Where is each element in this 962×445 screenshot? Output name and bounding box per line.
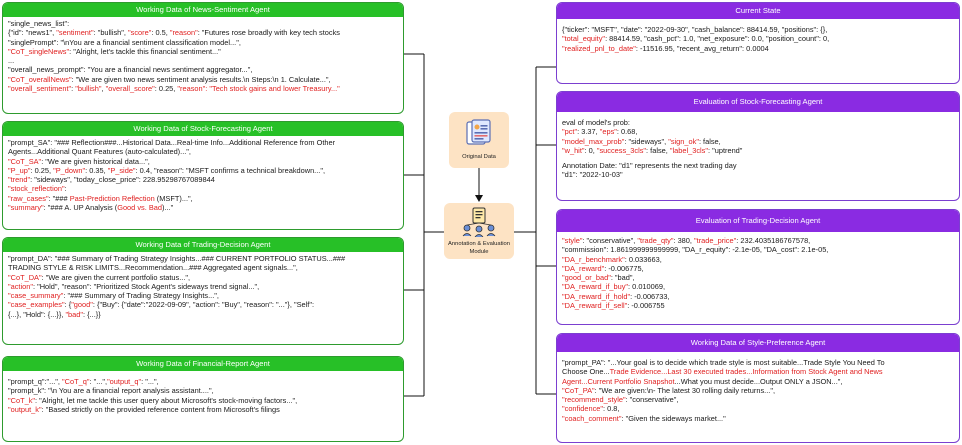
text-line: "DA_reward_if_buy": 0.010069, (562, 282, 666, 292)
text-line: "total_equity": 88414.59, "cash_pct": 1.… (562, 34, 830, 44)
stock-forecasting-panel: Working Data of Stock-Forecasting Agent … (2, 121, 404, 230)
text-line: "overall_sentiment": "bullish", "overall… (8, 84, 340, 94)
text-line: "single_news_list": (8, 19, 70, 28)
text-line: "prompt_SA": "### Reflection###...Histor… (8, 138, 336, 147)
text-line: TRADING STYLE & RISK LIMITS...Recommenda… (8, 263, 298, 273)
text-line: {"id": "news1", "sentiment": "bullish", … (8, 28, 340, 38)
panel-title: Working Data of Trading-Decision Agent (3, 238, 403, 252)
text-line: "prompt_q":"...", "CoT_q": "...","output… (8, 377, 159, 386)
news-sentiment-panel: Working Data of News-Sentiment Agent "si… (2, 2, 404, 114)
text-line: "good_or_bad": "bad", (562, 273, 635, 283)
text-line: "confidence": 0.8, (562, 404, 620, 414)
text-line: "case_examples": {"good": {"Buy": {"date… (8, 300, 314, 310)
panel-title: Current State (557, 3, 959, 19)
panel-title: Working Data of Style-Preference Agent (557, 334, 959, 352)
text-line: "prompt_PA": "...Your goal is to decide … (562, 358, 885, 367)
text-line: "CoT_DA": "We are given the current port… (8, 272, 191, 282)
panel-title: Evaluation of Stock-Forecasting Agent (557, 92, 959, 112)
panel-title: Working Data of Financial-Report Agent (3, 357, 403, 371)
text-line: "DA_reward_if_sell": -0.006755 (562, 301, 665, 311)
text-line: "realized_pnl_to_date": -11516.95, "rece… (562, 43, 769, 53)
text-line: "prompt_k": "\n You are a financial repo… (8, 386, 214, 396)
text-line: Agents...Additional Quant Features (auto… (8, 147, 191, 157)
trading-decision-panel: Working Data of Trading-Decision Agent "… (2, 237, 404, 345)
text-line: "CoT_k": "Alright, let me tackle this us… (8, 395, 298, 405)
text-line: eval of model's prob: (562, 118, 630, 127)
text-line: "commission": 1.861999999999999, "DA_r_e… (562, 245, 829, 255)
text-line: ... (8, 56, 15, 66)
text-line: "CoT_singleNews": "Alright, let's tackle… (8, 46, 221, 56)
text-line: "recommend_style": "conservative", (562, 395, 679, 405)
text-line: "stock_reflection": (8, 184, 67, 194)
text-line: {...}, "Hold": {...}}, "bad": {...}} (8, 309, 101, 319)
panel-title: Working Data of Stock-Forecasting Agent (3, 122, 403, 136)
document-icon (466, 119, 491, 145)
eval-stock-panel: Evaluation of Stock-Forecasting Agent ev… (556, 91, 960, 201)
text-line: "CoT_PA": "We are given:\n- The latest 3… (562, 385, 776, 395)
text-line: "DA_r_benchmark": 0.033663, (562, 254, 662, 264)
annotation-module-node: Annotation & Evaluation Module (444, 203, 514, 259)
text-line: "trend": "sideways", "today_close_price"… (8, 175, 215, 185)
text-line: "pct": 3.37, "eps": 0.68, (562, 127, 638, 137)
text-line: Annotation Date: "d1" represents the nex… (562, 161, 737, 171)
panel-title: Evaluation of Trading-Decision Agent (557, 210, 959, 232)
financial-report-panel: Working Data of Financial-Report Agent "… (2, 356, 404, 442)
text-line: "summary": "### A. UP Analysis (Good vs.… (8, 203, 174, 213)
text-line: Agent...Current Portfolio Snapshot...Wha… (562, 376, 843, 386)
module-label-line1: Annotation & Evaluation (448, 241, 510, 247)
text-line: "w_hit": 0, "success_3cls": false, "labe… (562, 145, 743, 155)
text-line: "singlePrompt": "\nYou are a financial s… (8, 37, 241, 47)
text-line: "overall_news_prompt": "You are a financ… (8, 65, 253, 75)
text-line: "coach_comment": "Given the sideways mar… (562, 413, 726, 423)
text-line: {"ticker": "MSFT", "date": "2022-09-30",… (562, 25, 828, 34)
text-line: "style": "conservative", "trade_qty": 38… (562, 236, 811, 245)
original-data-node: Original Data (449, 112, 509, 168)
text-line: "DA_reward": -0.006775, (562, 263, 644, 273)
text-line: "raw_cases": "### Past-Prediction Reflec… (8, 193, 193, 203)
text-line: "model_max_prob": "sideways", "sign_ok":… (562, 136, 721, 146)
current-state-panel: Current State {"ticker": "MSFT", "date":… (556, 2, 960, 84)
text-line: "CoT_overallNews": "We are given two new… (8, 74, 331, 84)
text-line: "case_summary": "### Summary of Trading … (8, 291, 219, 301)
text-line: "output_k": "Based strictly on the provi… (8, 404, 280, 414)
style-preference-panel: Working Data of Style-Preference Agent "… (556, 333, 960, 443)
annotation-module-icon (462, 207, 496, 237)
text-line: "DA_reward_if_hold": -0.006733, (562, 291, 670, 301)
original-data-label: Original Data (462, 154, 496, 160)
module-label-line2: Module (469, 249, 489, 255)
panel-title: Working Data of News-Sentiment Agent (3, 3, 403, 17)
text-line: Choose One...Trade Evidence...Last 30 ex… (562, 367, 883, 377)
text-line: "action": "Hold", "reason": "Prioritized… (8, 281, 260, 291)
text-line: "CoT_SA": "We are given historical data.… (8, 156, 150, 166)
text-line: "P_up": 0.25, "P_down": 0.35, "P_side": … (8, 165, 326, 175)
text-line: "prompt_DA": "### Summary of Trading Str… (8, 254, 346, 263)
text-line: "d1": "2022-10-03" (562, 170, 623, 180)
eval-trading-panel: Evaluation of Trading-Decision Agent "st… (556, 209, 960, 325)
